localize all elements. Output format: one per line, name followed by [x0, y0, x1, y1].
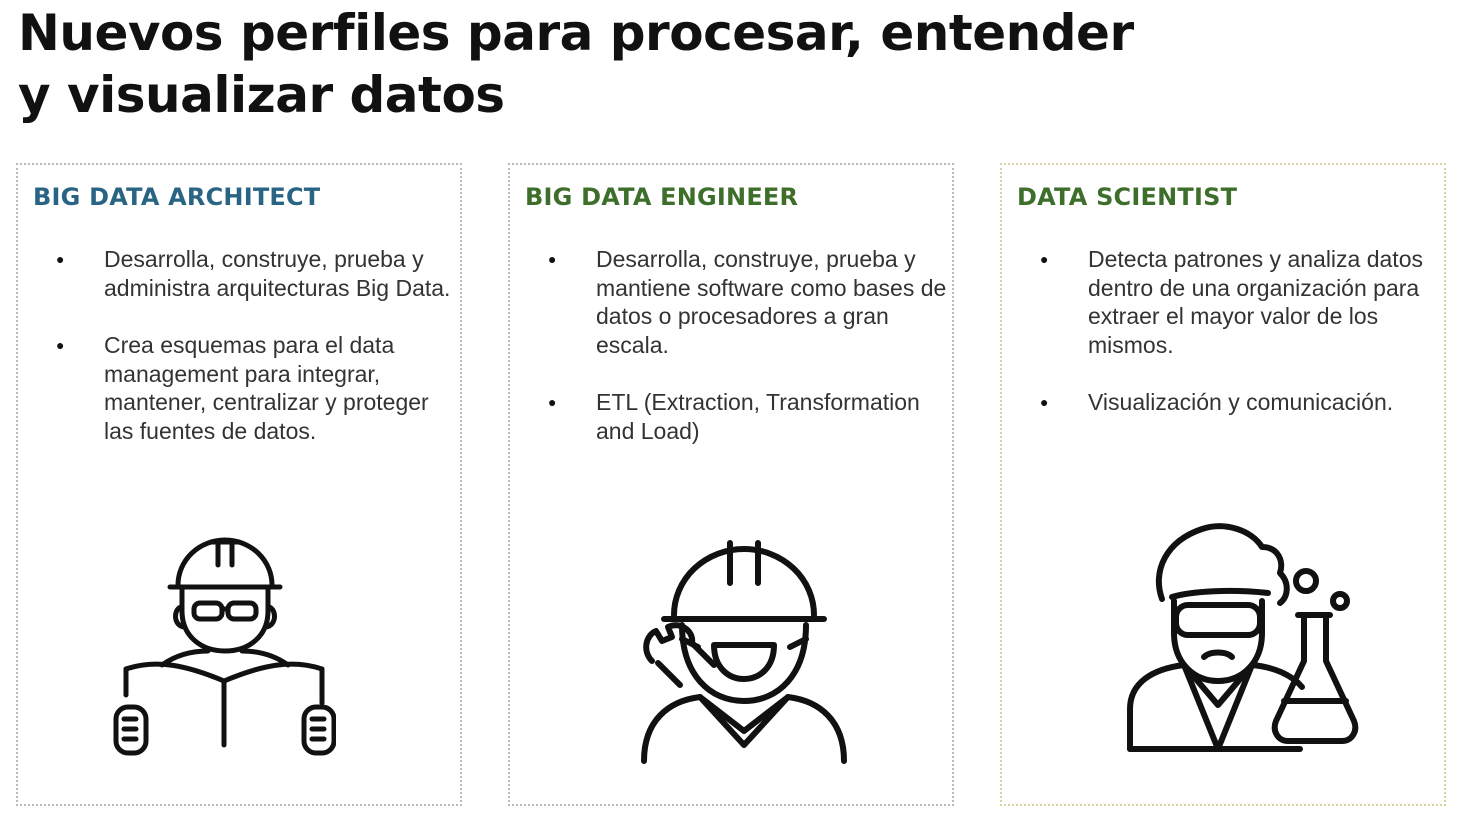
bullet-list: Desarrolla, construye, prueba y administ… — [56, 245, 456, 475]
card-heading: BIG DATA ARCHITECT — [33, 183, 321, 211]
slide-title-line-2: y visualizar datos — [18, 66, 505, 124]
card-big-data-architect: BIG DATA ARCHITECT Desarrolla, construye… — [16, 163, 462, 806]
bullet-list: Detecta patrones y analiza datos dentro … — [1040, 245, 1440, 446]
card-heading: DATA SCIENTIST — [1017, 183, 1238, 211]
slide-title: Nuevos perfiles para procesar, entender … — [18, 2, 1218, 126]
architect-reading-blueprint-icon — [106, 537, 336, 763]
card-big-data-engineer: BIG DATA ENGINEER Desarrolla, construye,… — [508, 163, 954, 806]
bullet-item: Detecta patrones y analiza datos dentro … — [1040, 245, 1440, 359]
card-data-scientist: DATA SCIENTIST Detecta patrones y analiz… — [1000, 163, 1446, 806]
slide-title-line-1: Nuevos perfiles para procesar, entender — [18, 4, 1134, 62]
bullet-item: Crea esquemas para el data management pa… — [56, 331, 456, 445]
bullet-item: Visualización y comunicación. — [1040, 388, 1440, 417]
engineer-hardhat-wrench-icon — [630, 535, 860, 765]
bullet-item: Desarrolla, construye, prueba y administ… — [56, 245, 456, 302]
scientist-flask-icon — [1120, 521, 1360, 753]
bullet-item: Desarrolla, construye, prueba y mantiene… — [548, 245, 948, 359]
bullet-list: Desarrolla, construye, prueba y mantiene… — [548, 245, 948, 475]
card-heading: BIG DATA ENGINEER — [525, 183, 799, 211]
bullet-item: ETL (Extraction, Transformation and Load… — [548, 388, 948, 445]
